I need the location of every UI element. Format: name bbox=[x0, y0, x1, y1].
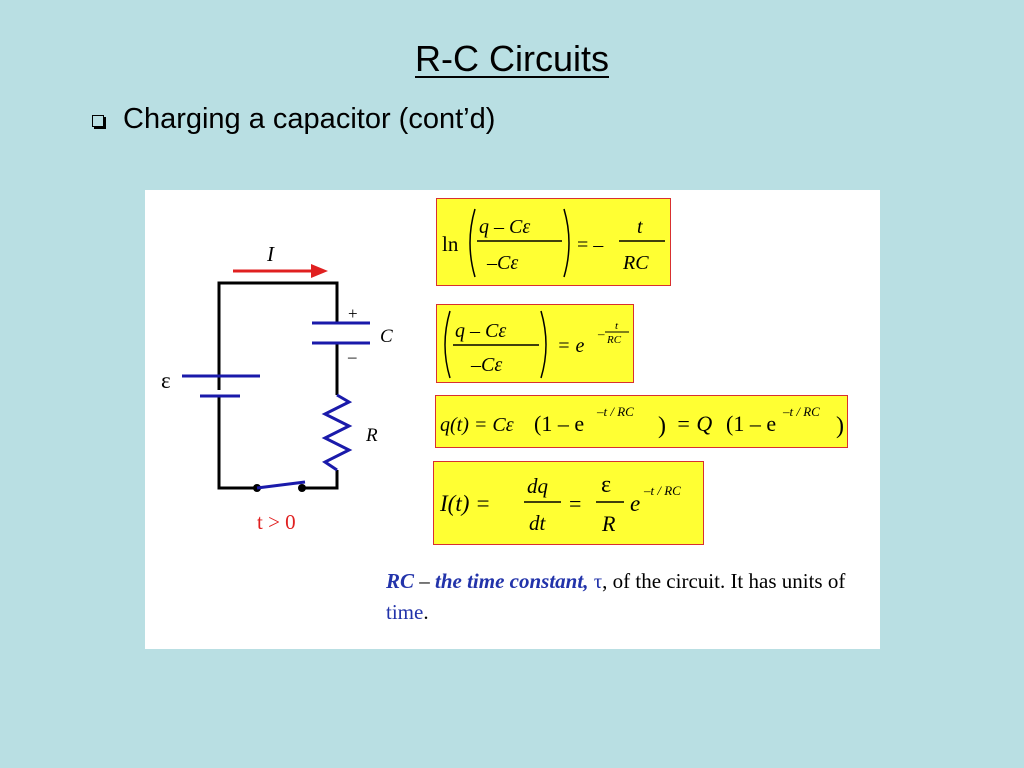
eq3-close-2: ) bbox=[836, 413, 844, 439]
eq3-close-1: ) bbox=[658, 413, 666, 439]
eq2-denominator: –Cε bbox=[470, 354, 502, 376]
note-rc: RC bbox=[386, 569, 415, 593]
emf-label: ε bbox=[161, 368, 171, 393]
slide-title: R-C Circuits bbox=[415, 38, 609, 79]
equation-3: q(t) = Cε (1 – e –t / RC ) = Q (1 – e –t… bbox=[440, 404, 844, 439]
resistor-label: R bbox=[365, 425, 378, 446]
eq4-eps: ε bbox=[601, 472, 611, 498]
switch-condition-label: t > 0 bbox=[257, 510, 296, 534]
eq3-lhs: q(t) = Cε bbox=[440, 414, 514, 436]
note-dash: – bbox=[414, 569, 436, 593]
equation-1: ln q – Cε –Cε = – t RC bbox=[442, 208, 665, 278]
note-tau: τ bbox=[588, 569, 603, 593]
eq3-exponent-2: –t / RC bbox=[782, 404, 820, 419]
eq3-paren-2: (1 – e bbox=[726, 411, 776, 436]
note-rest: , of the circuit. It has units of bbox=[602, 569, 846, 593]
eq1-rhs-sign: = – bbox=[577, 234, 604, 256]
eq1-denominator: –Cε bbox=[486, 252, 518, 274]
equation-2-box: q – Cε –Cε = e – t RC bbox=[436, 304, 634, 383]
left-paren bbox=[444, 310, 451, 379]
square-bullet-icon bbox=[92, 115, 104, 127]
eq2-exp-numerator: t bbox=[615, 320, 619, 332]
resistor-zigzag bbox=[321, 393, 353, 472]
note-period: . bbox=[423, 600, 429, 624]
wire-bottom-left bbox=[217, 397, 257, 490]
wire-bottom-right bbox=[302, 470, 339, 490]
eq3-exponent-1: –t / RC bbox=[596, 404, 634, 419]
time-constant-note: RC – the time constant, τ, of the circui… bbox=[386, 566, 866, 628]
eq3-paren-1: (1 – e bbox=[534, 411, 584, 436]
left-paren bbox=[469, 208, 476, 278]
eq4-dq: dq bbox=[527, 474, 549, 498]
eq3-equals-q: = Q bbox=[676, 411, 712, 436]
eq1-rhs-numerator: t bbox=[637, 216, 643, 238]
bullet-text: Charging a capacitor (cont’d) bbox=[123, 103, 496, 135]
eq4-e: e bbox=[630, 491, 640, 516]
eq4-exponent: –t / RC bbox=[643, 483, 681, 498]
wire-top-left bbox=[217, 281, 339, 390]
switch-contact-right bbox=[298, 484, 306, 492]
ln-text: ln bbox=[442, 232, 459, 256]
eq4-dt: dt bbox=[529, 511, 547, 535]
note-emphasis: the time constant, bbox=[435, 569, 589, 593]
circuit-figure: I ε + – C R t > 0 ln q – Cε –Cε bbox=[145, 190, 880, 649]
current-arrowhead-icon bbox=[311, 264, 328, 278]
eq1-numerator: q – Cε bbox=[479, 216, 530, 238]
plus-sign: + bbox=[348, 304, 358, 323]
bullet-item: Charging a capacitor (cont’d) bbox=[92, 103, 495, 136]
eq2-exp-sign: – bbox=[597, 326, 605, 341]
equation-4: I(t) = dq dt = ε R e –t / RC bbox=[439, 472, 681, 536]
equation-4-box: I(t) = dq dt = ε R e –t / RC bbox=[433, 461, 704, 545]
eq2-rhs: = e bbox=[557, 335, 584, 357]
eq4-equals: = bbox=[569, 491, 581, 516]
capacitor-label: C bbox=[380, 326, 393, 347]
minus-sign: – bbox=[347, 347, 357, 366]
equation-3-box: q(t) = Cε (1 – e –t / RC ) = Q (1 – e –t… bbox=[435, 395, 848, 448]
equation-2: q – Cε –Cε = e – t RC bbox=[444, 310, 629, 379]
right-paren bbox=[540, 310, 547, 379]
rc-circuit-diagram: I ε + – C R bbox=[161, 242, 393, 492]
eq4-lhs: I(t) = bbox=[439, 491, 491, 516]
current-label: I bbox=[266, 242, 275, 266]
eq4-r: R bbox=[601, 511, 616, 536]
note-time: time bbox=[386, 600, 424, 624]
eq2-numerator: q – Cε bbox=[455, 320, 506, 342]
eq2-exp-denominator: RC bbox=[606, 334, 622, 346]
right-paren bbox=[563, 208, 570, 278]
equation-1-box: ln q – Cε –Cε = – t RC bbox=[436, 198, 671, 286]
eq1-rhs-denominator: RC bbox=[622, 252, 649, 274]
switch-lever bbox=[256, 480, 306, 490]
